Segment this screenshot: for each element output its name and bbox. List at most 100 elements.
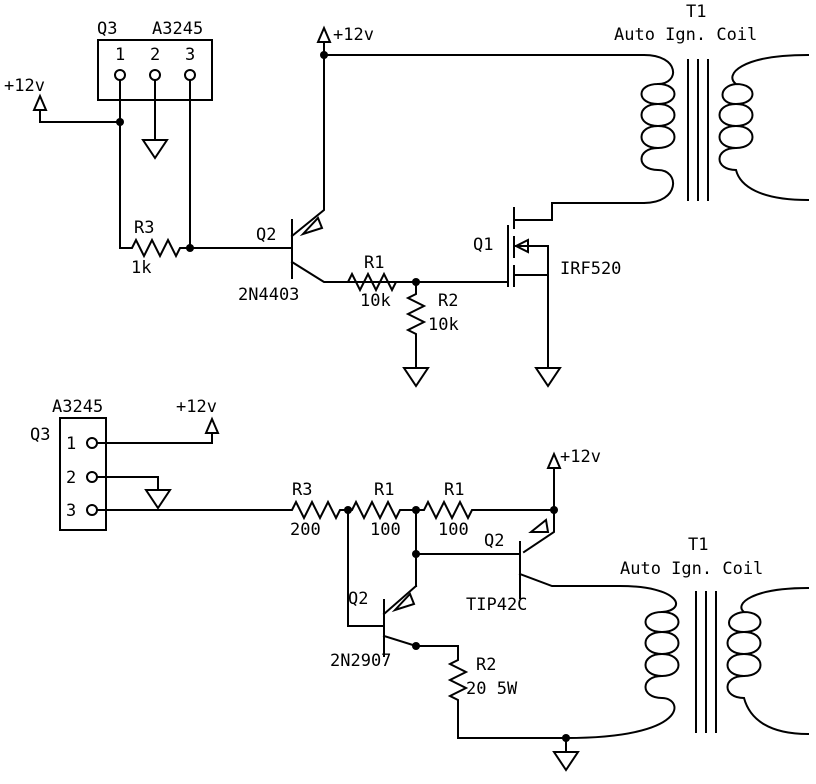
bottom-t1-coil: T1 Auto Ign. Coil xyxy=(564,535,810,740)
top-q2-transistor: Q2 2N4403 xyxy=(189,51,417,305)
bottom-r2: R2 20 5W xyxy=(447,645,567,739)
top-r3-resistor xyxy=(119,237,191,259)
bottom-q3-pin2-terminal xyxy=(86,471,98,483)
bottom-q3-pin3-terminal xyxy=(86,504,98,516)
top-r1-value: 10k xyxy=(360,291,391,311)
top-circuit: Q3 A3245 1 2 3 +12v R3 1k xyxy=(4,2,810,388)
top-ground-pin2 xyxy=(141,139,169,160)
top-supply-left: +12v xyxy=(4,76,121,123)
bottom-junction-q2b xyxy=(412,642,420,650)
bottom-t1-secondary-turn4 xyxy=(726,674,810,736)
bottom-q3-label: Q3 xyxy=(30,425,50,445)
top-q1-label: Q1 xyxy=(473,235,493,255)
top-q2-part: 2N4403 xyxy=(238,285,299,305)
bottom-r1b: R1 100 xyxy=(415,480,555,540)
top-q3-pin1-terminal xyxy=(114,69,126,81)
bottom-supply-b-arrow xyxy=(546,451,562,469)
bottom-t1-label: T1 xyxy=(688,535,708,555)
top-q3-pin2-terminal xyxy=(149,69,161,81)
top-ground-q1 xyxy=(534,367,562,388)
bottom-wire-pin2 xyxy=(96,476,159,491)
top-supply-top-label: +12v xyxy=(333,25,374,45)
bottom-r1b-value: 100 xyxy=(438,520,469,540)
bottom-q3-pin1-terminal xyxy=(86,437,98,449)
top-t1-desc: Auto Ign. Coil xyxy=(614,25,757,45)
bottom-t1-desc: Auto Ign. Coil xyxy=(620,559,763,579)
bottom-q3-pin1-label: 1 xyxy=(66,434,76,454)
bottom-q2a-transistor: Q2 TIP42C xyxy=(466,518,621,615)
bottom-r1b-resistor xyxy=(415,499,555,521)
bottom-q3-part: A3245 xyxy=(52,397,103,417)
top-supply-left-wire xyxy=(39,109,121,123)
top-q3-pin1-label: 1 xyxy=(115,45,125,65)
top-q1-drain xyxy=(513,202,645,221)
bottom-q2b-collector xyxy=(382,634,459,647)
bottom-t1-core xyxy=(695,591,717,733)
bottom-t1-secondary-turn2 xyxy=(726,630,762,656)
bottom-supply-a-arrow xyxy=(204,416,220,434)
top-t1-secondary-turn1 xyxy=(721,53,810,106)
bottom-q3-pin3-label: 3 xyxy=(66,501,76,521)
bottom-wire-supply-b xyxy=(522,467,555,554)
top-q2-emitter xyxy=(290,51,325,238)
top-q2-collector xyxy=(290,260,417,283)
top-r1-label: R1 xyxy=(364,253,384,273)
top-t1-primary-turn3 xyxy=(640,124,676,150)
top-q1-part: IRF520 xyxy=(560,259,621,279)
bottom-q2b-label: Q2 xyxy=(348,589,368,609)
bottom-r3: R3 200 xyxy=(287,480,349,540)
bottom-r1a: R1 100 xyxy=(347,480,417,540)
bottom-ground-main xyxy=(552,751,580,772)
top-r2: R2 10k xyxy=(402,281,459,388)
bottom-q3-pin2-label: 2 xyxy=(66,468,76,488)
top-t1-coil: T1 Auto Ign. Coil xyxy=(614,2,810,205)
bottom-r2-label: R2 xyxy=(476,655,496,675)
bottom-supply-a-label: +12v xyxy=(176,397,217,417)
bottom-r1a-resistor xyxy=(347,499,417,521)
bottom-q2a-label: Q2 xyxy=(484,531,504,551)
bottom-circuit: A3245 Q3 1 2 3 +12v R3 200 R1 100 xyxy=(30,397,810,772)
bottom-r1a-value: 100 xyxy=(370,520,401,540)
bottom-q3-box xyxy=(59,417,107,531)
top-t1-secondary-turn4 xyxy=(718,146,810,202)
bottom-q3-connector: A3245 Q3 1 2 3 xyxy=(30,397,107,531)
bottom-t1-primary-turn4 xyxy=(564,674,676,740)
bottom-q2b-emitter xyxy=(382,584,418,616)
bottom-t1-primary-turn2 xyxy=(644,630,680,656)
top-q2-label: Q2 xyxy=(256,225,276,245)
bottom-q2a-part: TIP42C xyxy=(466,595,527,615)
top-ground-r2 xyxy=(402,367,430,388)
top-t1-core xyxy=(687,59,709,201)
top-t1-primary-turn1 xyxy=(640,53,676,106)
bottom-q2b-part: 2N2907 xyxy=(330,651,391,671)
top-q3-pin2-label: 2 xyxy=(150,45,160,65)
bottom-q2a-collector xyxy=(518,572,621,587)
top-q1-arrow xyxy=(513,238,529,254)
bottom-r3-label: R3 xyxy=(292,480,312,500)
top-t1-secondary-turn3 xyxy=(718,124,754,150)
top-t1-primary-turn4 xyxy=(640,146,674,205)
top-q3-pin3-terminal xyxy=(184,69,196,81)
top-r1: R1 10k xyxy=(339,253,417,311)
top-q3-part: A3245 xyxy=(152,19,203,39)
bottom-ground-pin2 xyxy=(144,489,172,510)
bottom-r1b-label: R1 xyxy=(444,480,464,500)
bottom-r1a-label: R1 xyxy=(374,480,394,500)
top-r1-resistor xyxy=(339,271,417,293)
top-r3-label: R3 xyxy=(134,218,154,238)
bottom-t1-secondary-turn3 xyxy=(726,652,762,678)
top-r2-value: 10k xyxy=(428,315,459,335)
top-r3: R3 1k xyxy=(119,218,191,278)
bottom-wire-q2b-base xyxy=(347,509,385,627)
bottom-t1-primary-turn3 xyxy=(644,652,680,678)
top-q3-label: Q3 xyxy=(97,19,117,39)
top-q3-pin3-label: 3 xyxy=(185,45,195,65)
top-supply-top-arrow xyxy=(316,25,332,43)
top-r2-label: R2 xyxy=(438,291,458,311)
top-supply-top: +12v xyxy=(316,25,374,45)
top-wire-supply-coil xyxy=(323,41,645,56)
top-t1-secondary-turn2 xyxy=(718,102,754,128)
top-supply-left-arrow xyxy=(32,93,48,111)
top-q1-body xyxy=(513,245,549,369)
